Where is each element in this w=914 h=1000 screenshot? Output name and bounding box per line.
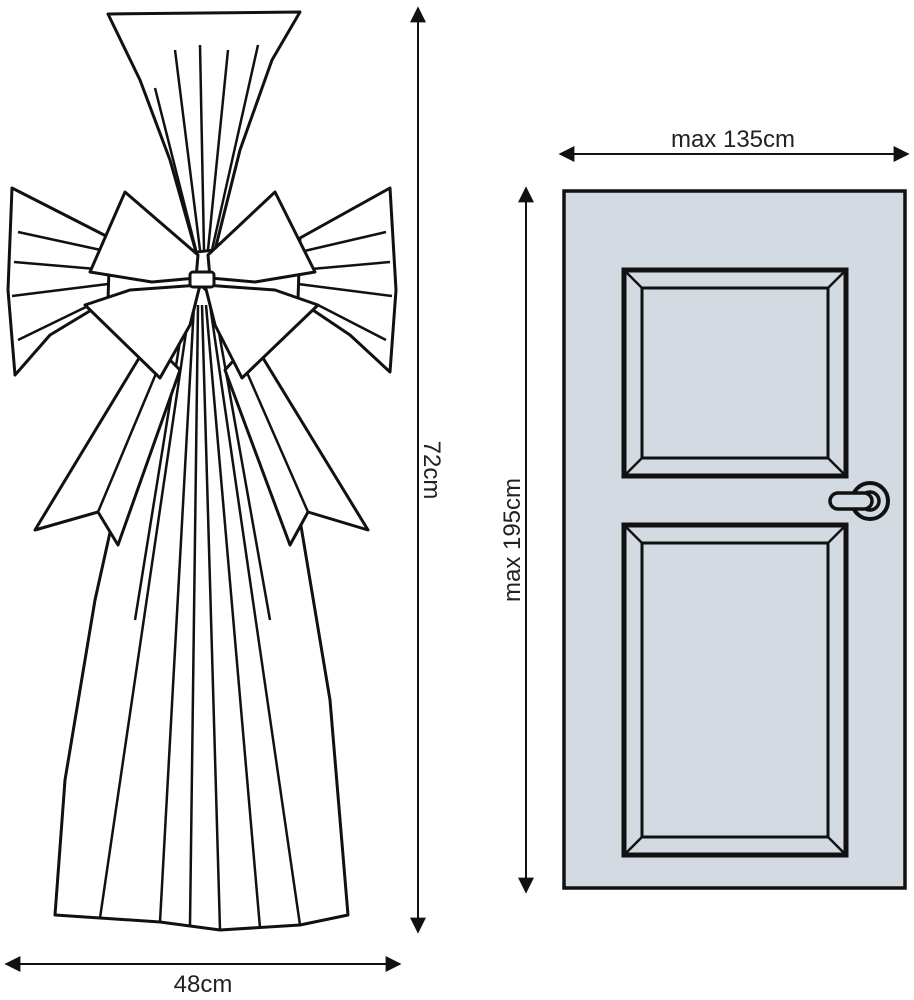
bow-lower-tail (53, 283, 350, 932)
bow-right-fan (296, 186, 398, 374)
door-width-label: max 135cm (671, 126, 795, 153)
bow-upper-right-loop (206, 190, 317, 284)
bow-lower-right-loop (203, 283, 320, 380)
bow-lower-tail-pleats (98, 304, 302, 931)
bow-width-label: 48cm (174, 971, 233, 998)
bow-top-fan-pleats (153, 44, 260, 251)
bow-illustration (6, 10, 398, 932)
bow-height-label: 72cm (418, 441, 445, 500)
bow-upper-left-loop (88, 190, 200, 284)
bow-right-streamer (223, 338, 370, 547)
bow-lower-left-loop (83, 283, 202, 380)
door-lower-panel (621, 522, 849, 858)
door-illustration (562, 189, 907, 890)
door-height-label: max 195cm (499, 478, 526, 602)
bow-left-streamer (33, 338, 182, 547)
bow-knot (188, 270, 216, 289)
bow-left-fan (6, 186, 112, 377)
door-handle-icon (828, 481, 890, 521)
door-upper-panel (621, 267, 849, 479)
